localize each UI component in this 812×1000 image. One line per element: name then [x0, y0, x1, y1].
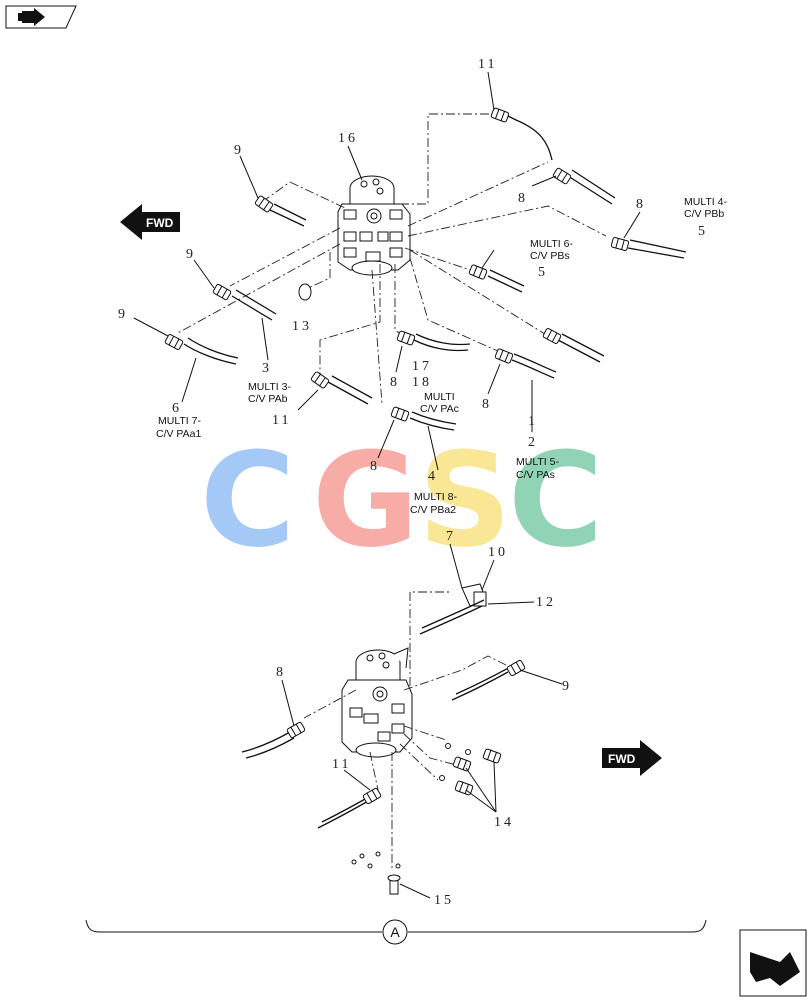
hose-9-lower: [451, 659, 526, 701]
hose-8-right-a: [552, 167, 616, 205]
fwd-label-right: FWD: [608, 752, 636, 766]
lower-valve-assembly: [341, 647, 413, 758]
callout: 9: [118, 307, 128, 322]
hose-5-pbs: [468, 263, 525, 293]
callout: C/V PBb: [684, 208, 724, 220]
callout: 5: [538, 265, 548, 280]
watermark-letter-c1: C: [200, 424, 295, 576]
fwd-label-left: FWD: [146, 216, 174, 230]
view-bracket: A: [85, 919, 707, 945]
hose-11-lower: [317, 787, 382, 829]
callout: 8: [518, 191, 528, 206]
view-label: A: [390, 924, 400, 940]
callout: 2: [528, 435, 538, 450]
callout: C/V PAs: [516, 469, 555, 481]
hose-1-2: [494, 347, 557, 379]
callout: C/V PAb: [248, 393, 288, 405]
arrow-right-icon[interactable]: [5, 5, 77, 29]
watermark-letter-c2: C: [508, 424, 603, 576]
lower-hoses: [241, 659, 526, 895]
fwd-arrow-left-icon: FWD: [120, 204, 180, 240]
hose-11-mid: [310, 370, 373, 405]
callout: 11: [478, 57, 497, 72]
callout: 8: [636, 197, 646, 212]
hose-11-top: [490, 107, 553, 161]
callout: 11: [332, 757, 351, 772]
callout: 4: [428, 469, 438, 484]
upper-callout-leaders: [133, 71, 641, 471]
upper-valve-assembly: [337, 175, 411, 276]
upper-hoses: [164, 107, 687, 431]
callout: MULTI: [424, 391, 455, 403]
callout: C/V PAa1: [156, 428, 201, 440]
callout: 14: [494, 815, 514, 830]
hose-4-pba2: [390, 406, 457, 431]
fittings-14: [439, 743, 502, 796]
callout: C/V PAc: [420, 403, 459, 415]
lower-callout-leaders: [281, 669, 563, 899]
callout: 12: [536, 595, 556, 610]
upper-leader-lines: [175, 113, 607, 405]
callout: C/V PBs: [530, 250, 570, 262]
nav-return-icon[interactable]: [739, 929, 807, 997]
hose-17-18: [396, 330, 471, 352]
callout: 18: [412, 375, 432, 390]
hose-8-lower: [241, 721, 306, 759]
hose-9-left-b: [212, 283, 277, 321]
plug-13: [298, 283, 312, 301]
callout: 8: [370, 459, 380, 474]
callout: 10: [488, 545, 508, 560]
callout: 8: [482, 397, 492, 412]
hose-5-pbb: [610, 236, 687, 259]
bolt-15: [351, 851, 401, 895]
callout: MULTI 7-: [158, 415, 201, 427]
watermark-letter-g: G: [312, 424, 419, 576]
callout: C/V PBa2: [410, 504, 456, 516]
callout: 6: [172, 401, 182, 416]
callout: 8: [390, 375, 400, 390]
callout: 7: [446, 529, 456, 544]
callout: MULTI 8-: [414, 491, 457, 503]
callout: MULTI 6-: [530, 238, 573, 250]
callout: 9: [186, 247, 196, 262]
callout: 3: [262, 361, 272, 376]
callout: MULTI 3-: [248, 381, 291, 393]
hose-9-left-c: [164, 333, 239, 365]
callout: 11: [272, 413, 291, 428]
watermark: C G S C: [200, 424, 603, 576]
callout: MULTI 5-: [516, 456, 559, 468]
callout: 15: [434, 893, 454, 908]
callout: 5: [698, 224, 708, 239]
callout: 9: [562, 679, 572, 694]
hose-8-right-b: [542, 327, 605, 363]
callout-labels: 11 16 9 8 MULTI 4- C/V PBb 5 8 MULTI 6- …: [118, 57, 727, 908]
middle-fittings: [409, 543, 535, 720]
callout: 17: [412, 359, 432, 374]
callout: 13: [292, 319, 312, 334]
lower-leader-lines: [303, 655, 509, 870]
callout: MULTI 4-: [684, 196, 727, 208]
callout: 8: [276, 665, 286, 680]
callout: 1: [528, 414, 538, 429]
hose-9-left-a: [254, 194, 307, 227]
callout: 16: [338, 131, 358, 146]
fwd-arrow-right-icon: FWD: [602, 740, 662, 776]
callout: 9: [234, 143, 244, 158]
